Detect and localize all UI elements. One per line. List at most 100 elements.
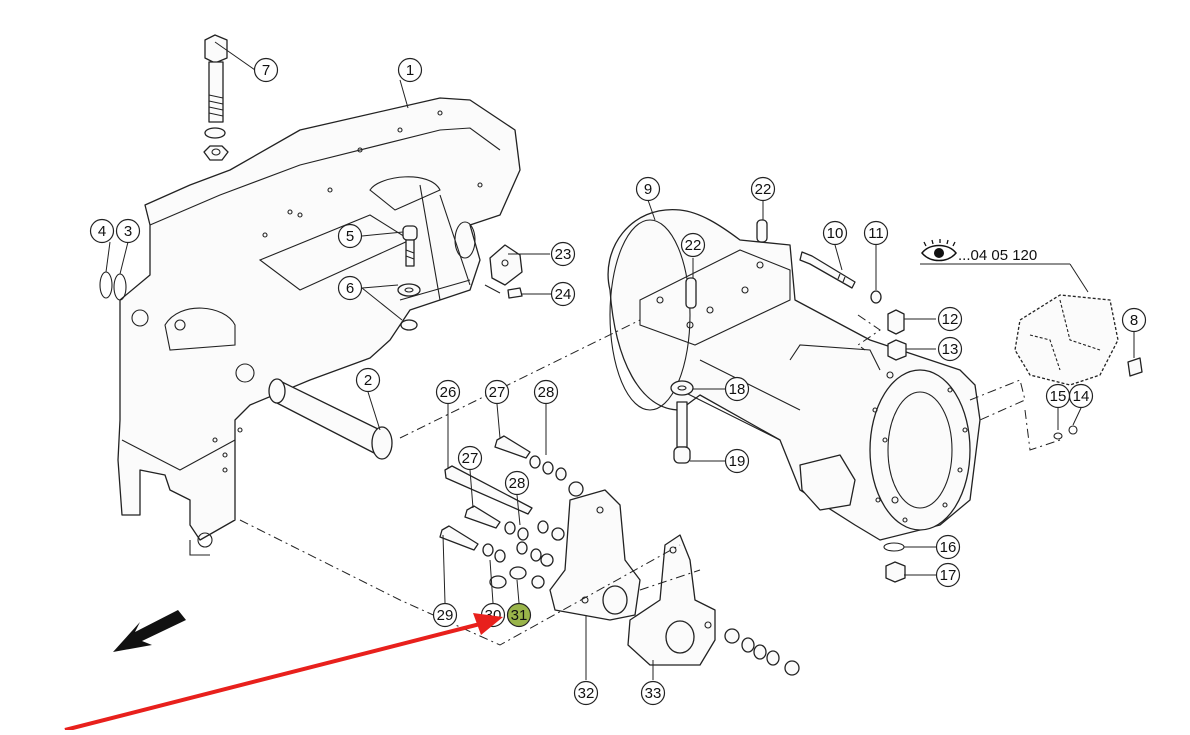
callout-number: 3	[124, 223, 132, 240]
callout-14: 14	[1068, 383, 1094, 409]
callout-12: 12	[937, 306, 963, 332]
callout-number: 5	[346, 228, 354, 245]
bolt-5	[397, 225, 421, 331]
callout-6: 6	[337, 275, 363, 301]
callout-32: 32	[573, 680, 599, 706]
callout-number: 9	[644, 181, 652, 198]
callout-number: 7	[262, 62, 270, 79]
callout-circle	[89, 218, 115, 244]
callout-circle	[337, 223, 363, 249]
callout-circle	[355, 367, 381, 393]
callout-circle	[573, 680, 599, 706]
bracket-33	[627, 534, 716, 666]
breather-12	[887, 309, 905, 335]
callout-24: 24	[550, 281, 576, 307]
plug-17	[885, 561, 906, 583]
callout-circle	[863, 220, 889, 246]
bolt-7	[203, 34, 229, 161]
callout-26: 26	[435, 379, 461, 405]
callout-circle	[337, 275, 363, 301]
callout-number: 32	[578, 685, 595, 702]
callout-28: 28	[533, 379, 559, 405]
callout-number: 13	[942, 341, 959, 358]
callout-circle	[635, 176, 661, 202]
callout-number: 23	[555, 246, 572, 263]
main-housing	[117, 97, 521, 556]
callout-number: 22	[755, 181, 772, 198]
callout-18: 18	[724, 376, 750, 402]
callout-number: 18	[729, 381, 746, 398]
nut-washer-chain	[724, 628, 800, 676]
callout-circle	[432, 602, 458, 628]
callout-circle	[397, 57, 423, 83]
red-pointer-arrow	[64, 613, 503, 732]
callout-circle	[1045, 383, 1071, 409]
front-direction-arrow-icon	[113, 610, 186, 652]
callout-number: 17	[940, 567, 957, 584]
bolt-group	[439, 435, 584, 589]
callout-number: 28	[538, 384, 555, 401]
callout-circle	[253, 57, 279, 83]
circlip-4	[99, 271, 113, 299]
callout-circle	[750, 176, 776, 202]
callout-28: 28	[504, 470, 530, 496]
callout-number: 2	[364, 372, 372, 389]
eye-icon	[921, 239, 957, 262]
callout-22: 22	[750, 176, 776, 202]
callout-circle	[935, 534, 961, 560]
callout-13: 13	[937, 336, 963, 362]
dowel-pin-22a	[756, 219, 768, 243]
callout-circle	[724, 376, 750, 402]
callout-10: 10	[822, 220, 848, 246]
callout-number: 24	[555, 286, 572, 303]
callout-circle	[550, 281, 576, 307]
callout-number: 22	[685, 237, 702, 254]
callout-19: 19	[724, 448, 750, 474]
callout-circle	[457, 445, 483, 471]
axle-housing	[607, 209, 981, 541]
callout-5: 5	[337, 223, 363, 249]
callout-number: 1	[406, 62, 414, 79]
callout-29: 29	[432, 602, 458, 628]
callout-circle	[680, 232, 706, 258]
pin	[268, 378, 393, 460]
callout-number: 6	[346, 280, 354, 297]
callout-4: 4	[89, 218, 115, 244]
callout-circle	[937, 306, 963, 332]
callout-number: 27	[462, 450, 479, 467]
callout-2: 2	[355, 367, 381, 393]
callout-33: 33	[640, 680, 666, 706]
callout-number: 15	[1050, 388, 1067, 405]
callout-circle	[504, 470, 530, 496]
callout-7: 7	[253, 57, 279, 83]
callout-17: 17	[935, 562, 961, 588]
callout-number: 12	[942, 311, 959, 328]
callout-16: 16	[935, 534, 961, 560]
callout-1: 1	[397, 57, 423, 83]
callout-number: 33	[645, 685, 662, 702]
callout-number: 27	[489, 384, 506, 401]
callout-31: 31	[506, 602, 532, 628]
circlip-3	[113, 273, 127, 301]
callout-9: 9	[635, 176, 661, 202]
bracket-32	[549, 489, 641, 621]
callout-circle	[1121, 307, 1147, 333]
callout-27: 27	[457, 445, 483, 471]
callout-11: 11	[863, 220, 889, 246]
dowel-pin-22b	[685, 277, 697, 309]
callout-3: 3	[115, 218, 141, 244]
callout-circle	[115, 218, 141, 244]
callout-circle	[435, 379, 461, 405]
callout-number: 31	[511, 607, 528, 624]
callout-number: 29	[437, 607, 454, 624]
callout-number: 4	[98, 223, 106, 240]
callout-number: 26	[440, 384, 457, 401]
plate-23	[484, 244, 523, 299]
callout-number: 14	[1073, 388, 1090, 405]
fitting-13	[887, 339, 907, 361]
callout-8: 8	[1121, 307, 1147, 333]
callout-number: 28	[509, 475, 526, 492]
callout-circle	[937, 336, 963, 362]
